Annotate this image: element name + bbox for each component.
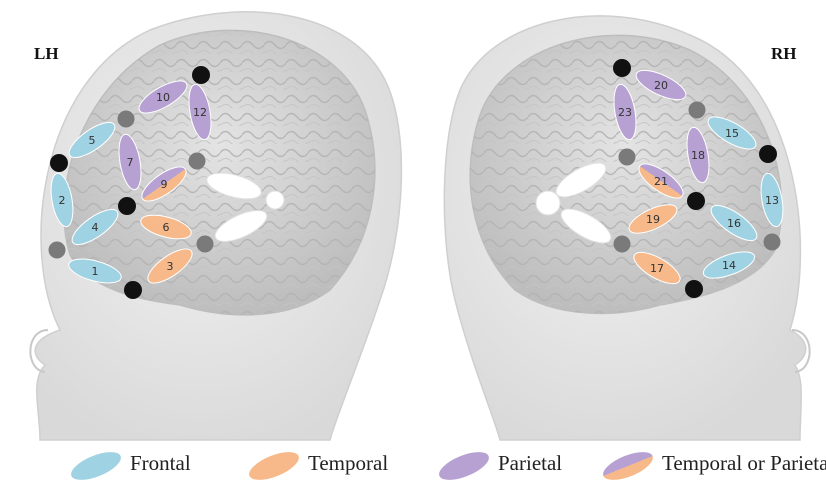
- channel-17-number: 17: [650, 262, 664, 275]
- source-optode-10: [687, 192, 705, 210]
- detector-optode-13: [619, 149, 636, 166]
- channel-6-number: 6: [163, 221, 170, 234]
- detector-optode-5: [189, 153, 206, 170]
- channel-5-number: 5: [89, 134, 96, 147]
- detector-optode-12: [689, 102, 706, 119]
- channel-3-number: 3: [167, 260, 174, 273]
- channel-18-number: 18: [691, 149, 705, 162]
- channel-21-number: 21: [654, 175, 668, 188]
- right-hemisphere-label: RH: [771, 44, 797, 64]
- legend-swatch-frontal: [66, 444, 126, 484]
- legend-swatch-temporal: [244, 444, 304, 484]
- right-head: [444, 16, 809, 440]
- channel-7-number: 7: [127, 156, 134, 169]
- legend-label-temporal: Temporal: [308, 451, 388, 476]
- channel-13-number: 13: [765, 194, 779, 207]
- channel-20-number: 20: [654, 79, 668, 92]
- detector-optode-14: [614, 236, 631, 253]
- channel-4-number: 4: [92, 221, 99, 234]
- legend-label-parietal: Parietal: [498, 451, 562, 476]
- legend-swatch-temporal-or-parietal: [598, 444, 658, 484]
- detector-optode-4: [118, 111, 135, 128]
- left-hemisphere-label: LH: [34, 44, 59, 64]
- source-optode-11: [685, 280, 703, 298]
- source-optode-8: [613, 59, 631, 77]
- source-optode-9: [759, 145, 777, 163]
- source-optode-1: [50, 154, 68, 172]
- source-optode-3: [124, 281, 142, 299]
- channel-14-number: 14: [722, 259, 736, 272]
- channel-10-number: 10: [156, 91, 170, 104]
- legend-swatch-parietal: [434, 444, 494, 484]
- channel-1-number: 1: [92, 265, 99, 278]
- source-optode-0: [192, 66, 210, 84]
- legend-label-frontal: Frontal: [130, 451, 191, 476]
- source-optode-2: [118, 197, 136, 215]
- detector-optode-7: [197, 236, 214, 253]
- channel-23-number: 23: [618, 106, 632, 119]
- channel-15-number: 15: [725, 127, 739, 140]
- channel-9-number: 9: [161, 178, 168, 191]
- channel-2-number: 2: [59, 194, 66, 207]
- legend-label-temporal-or-parietal: Temporal or Parietal: [662, 451, 826, 476]
- channel-19-number: 19: [646, 213, 660, 226]
- channel-12-number: 12: [193, 106, 207, 119]
- detector-optode-6: [49, 242, 66, 259]
- channel-16-number: 16: [727, 217, 741, 230]
- detector-optode-15: [764, 234, 781, 251]
